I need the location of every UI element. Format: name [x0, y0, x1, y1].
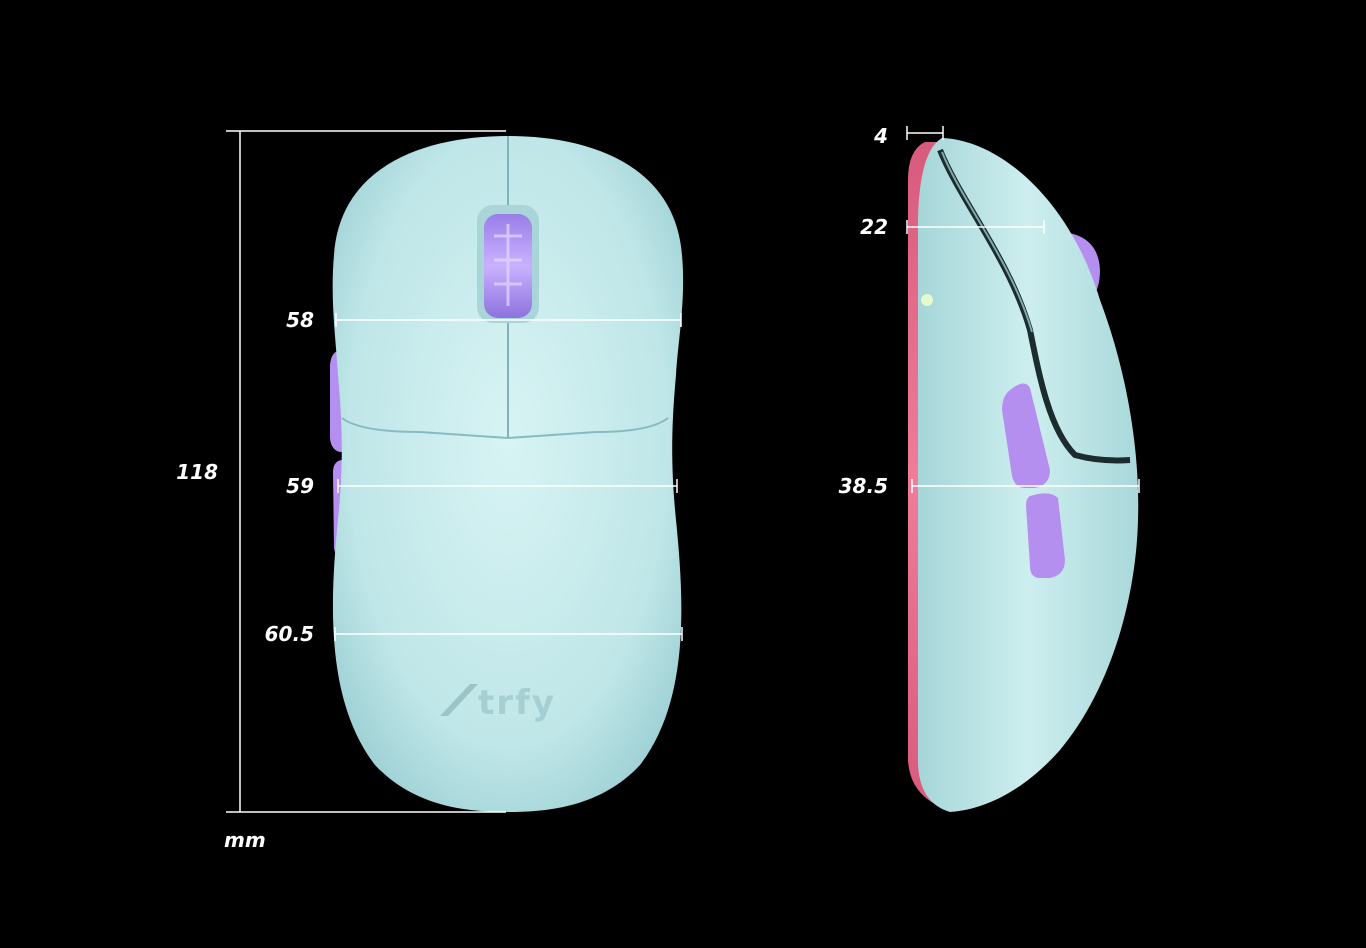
side-view-mouse — [908, 138, 1139, 812]
unit-label: mm — [224, 828, 266, 852]
length-label: 118 — [176, 460, 218, 484]
top-view-mouse: trfy — [330, 136, 684, 812]
top-view-shell — [332, 136, 684, 812]
upper-height-label: 22 — [860, 215, 888, 239]
width-rear-label: 60.5 — [264, 622, 314, 646]
max-height-label: 38.5 — [838, 474, 888, 498]
svg-text:trfy: trfy — [478, 683, 556, 723]
side-view-forward-button — [1002, 383, 1050, 488]
brand-logo: trfy — [440, 683, 556, 723]
width-front-label: 58 — [286, 308, 314, 332]
side-view-back-button — [1026, 493, 1065, 578]
status-led — [921, 294, 933, 306]
measurement-lines — [226, 126, 1140, 813]
front-height-label: 4 — [874, 124, 888, 148]
width-middle-label: 59 — [286, 474, 314, 498]
